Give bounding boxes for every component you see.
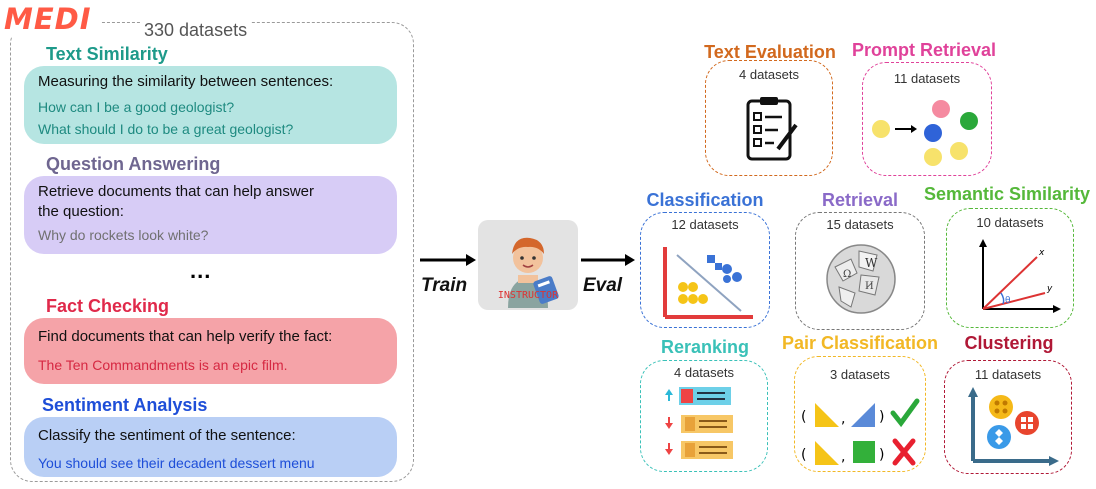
eval-box-pair-classification: 3 datasets ( , ) ( , ) <box>794 356 926 472</box>
svg-text:И: И <box>865 281 874 292</box>
axis-x-label: x <box>1038 248 1045 258</box>
instructor-model <box>478 220 578 310</box>
eval-title-pair-classification: Pair Classification <box>781 333 939 353</box>
eval-count: 4 datasets <box>674 365 734 380</box>
paren-close: ) <box>879 409 884 425</box>
reranking-icon <box>665 387 733 459</box>
eval-count: 10 datasets <box>976 215 1044 230</box>
eval-box-prompt-retrieval: 11 datasets <box>862 62 992 176</box>
eval-count: 3 datasets <box>830 367 890 382</box>
task-title-sentiment-analysis: Sentiment Analysis <box>42 395 208 415</box>
task-example: How can I be a good geologist? <box>38 99 235 115</box>
eval-box-retrieval: 15 datasets W Ω И <box>795 212 925 330</box>
pair-comma: , <box>841 449 845 465</box>
train-arrow <box>420 254 476 266</box>
eval-box-semantic-similarity: 10 datasets x y θ <box>946 208 1074 328</box>
instructor-icon <box>508 237 559 308</box>
eval-box-text-evaluation: 4 datasets <box>705 60 833 176</box>
task-example: The Ten Commandments is an epic film. <box>38 357 288 373</box>
eval-count: 11 datasets <box>893 71 961 86</box>
svg-text:W: W <box>865 256 878 270</box>
eval-arrow <box>581 254 635 266</box>
eval-box-clustering: 11 datasets <box>944 360 1072 474</box>
clustering-icon <box>968 387 1059 466</box>
eval-label: Eval <box>583 275 623 296</box>
axis-y-label: y <box>1046 284 1053 294</box>
train-label: Train <box>421 275 468 296</box>
task-card-fact-checking: Find documents that can help verify the … <box>24 318 397 384</box>
task-title-text-similarity: Text Similarity <box>46 44 168 64</box>
task-card-sentiment-analysis: Classify the sentiment of the sentence: … <box>24 417 397 477</box>
prompt-retrieval-icon <box>872 100 978 166</box>
paren-close: ) <box>879 447 884 463</box>
task-title-fact-checking: Fact Checking <box>46 296 170 316</box>
task-example: You should see their decadent dessert me… <box>38 455 315 471</box>
task-card-question-answering: Retrieve documents that can help answer … <box>24 176 397 254</box>
vector-angle-icon: x y θ <box>979 239 1061 313</box>
eval-box-classification: 12 datasets <box>640 212 770 328</box>
task-instruction: Measuring the similarity between sentenc… <box>38 73 334 90</box>
eval-count: 12 datasets <box>671 217 739 232</box>
eval-title-retrieval: Retrieval <box>821 190 899 210</box>
eval-title-reranking: Reranking <box>660 337 750 357</box>
angle-label: θ <box>1005 296 1011 306</box>
task-example: Why do rockets look white? <box>38 227 209 243</box>
paren-open: ( <box>801 409 806 425</box>
instructor-label: INSTRUCTOR <box>497 290 559 301</box>
medi-logo: MEDI <box>2 2 100 36</box>
eval-count: 15 datasets <box>826 217 894 232</box>
medi-dataset-count: 330 datasets <box>140 20 252 41</box>
task-example: What should I do to be a great geologist… <box>38 121 294 137</box>
eval-box-reranking: 4 datasets <box>640 360 768 472</box>
eval-title-classification: Classification <box>646 190 764 210</box>
eval-title-prompt-retrieval: Prompt Retrieval <box>851 40 997 60</box>
task-instruction: the question: <box>38 203 124 220</box>
task-instruction: Classify the sentiment of the sentence: <box>38 427 296 444</box>
eval-title-semantic-similarity: Semantic Similarity <box>923 184 1091 204</box>
paren-open: ( <box>801 447 806 463</box>
classification-icon <box>663 247 753 319</box>
eval-title-text-evaluation: Text Evaluation <box>704 42 836 62</box>
eval-count: 11 datasets <box>974 367 1042 382</box>
svg-text:Ω: Ω <box>843 269 851 280</box>
task-title-question-answering: Question Answering <box>46 154 221 174</box>
pair-classification-icon: ( , ) ( , ) <box>801 398 920 466</box>
globe-icon: W Ω И <box>826 244 896 314</box>
ellipsis: ... <box>190 258 212 283</box>
eval-count: 4 datasets <box>739 67 799 82</box>
task-instruction: Retrieve documents that can help answer <box>38 183 314 200</box>
eval-title-clustering: Clustering <box>964 333 1054 353</box>
pair-comma: , <box>841 411 845 427</box>
task-card-text-similarity: Measuring the similarity between sentenc… <box>24 66 397 144</box>
checklist-icon <box>746 97 798 161</box>
task-instruction: Find documents that can help verify the … <box>38 328 333 345</box>
